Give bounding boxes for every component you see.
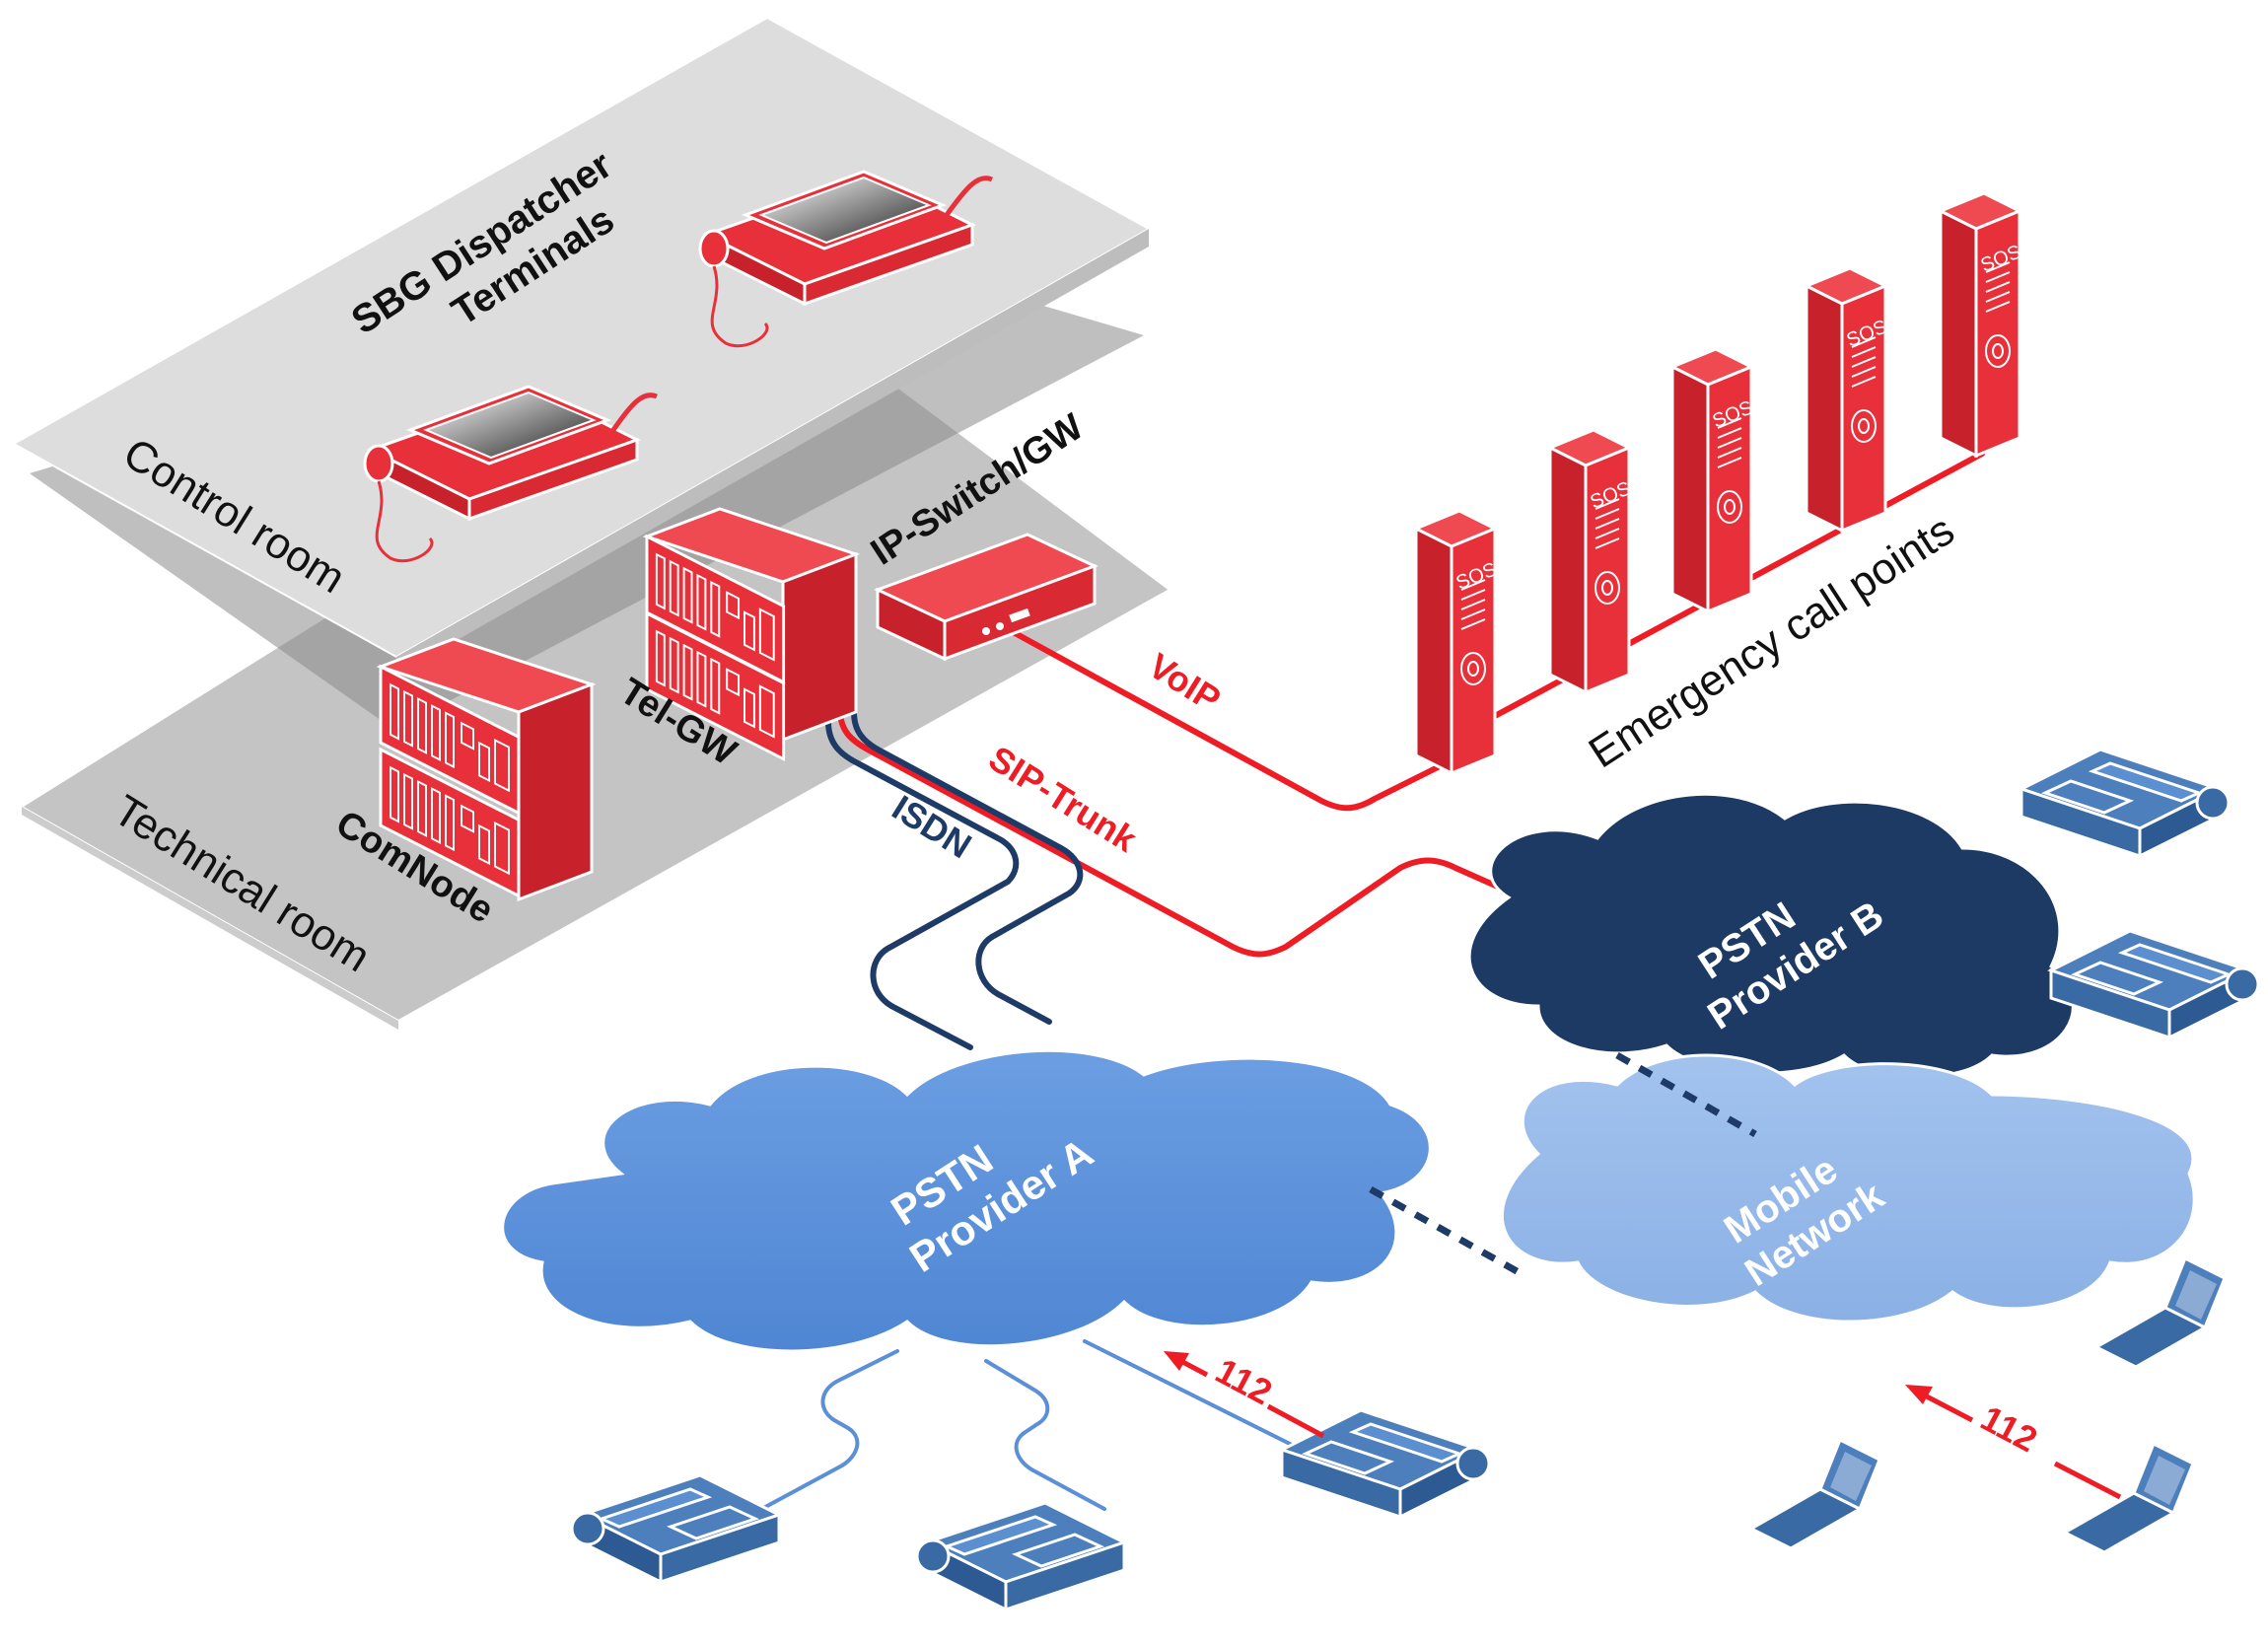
desk-phone-2[interactable]	[915, 1501, 1126, 1611]
desk-phone-1[interactable]	[570, 1473, 781, 1584]
call-112-landline-label: 112	[1209, 1350, 1279, 1412]
call-112-mobile-label: 112	[1974, 1397, 2044, 1460]
comnode-rack[interactable]	[376, 637, 597, 902]
tel-gw-rack[interactable]	[642, 507, 861, 761]
pstn-provider-b-cloud[interactable]	[1467, 792, 2075, 1079]
phone-lines	[742, 1339, 1304, 1521]
interconnect-dotted-lines	[1369, 1051, 1757, 1276]
desk-phone-3[interactable]	[1280, 1408, 1491, 1519]
emergency-call-point-4[interactable]	[1805, 266, 1887, 533]
pstn-provider-a-cloud[interactable]	[501, 1048, 1432, 1353]
ip-switch[interactable]	[874, 533, 1099, 662]
microphone-icon	[610, 176, 993, 432]
mobile-device-3[interactable]	[2063, 1442, 2195, 1554]
desk-phone-4[interactable]	[2020, 748, 2231, 858]
call-112-mobile-arrow: 112	[1905, 1385, 2122, 1500]
emergency-call-point-5[interactable]	[1939, 191, 2021, 458]
emergency-call-point-1[interactable]	[1414, 509, 1497, 775]
mobile-network-cloud[interactable]	[1500, 1053, 2196, 1323]
emergency-call-point-3[interactable]	[1670, 347, 1753, 613]
emergency-call-point-2[interactable]	[1548, 428, 1631, 694]
mobile-device-2[interactable]	[1749, 1438, 1881, 1550]
sip-trunk-line	[837, 601, 1529, 958]
desk-phone-5[interactable]	[2049, 929, 2260, 1039]
mobile-device-1[interactable]	[2094, 1256, 2227, 1369]
